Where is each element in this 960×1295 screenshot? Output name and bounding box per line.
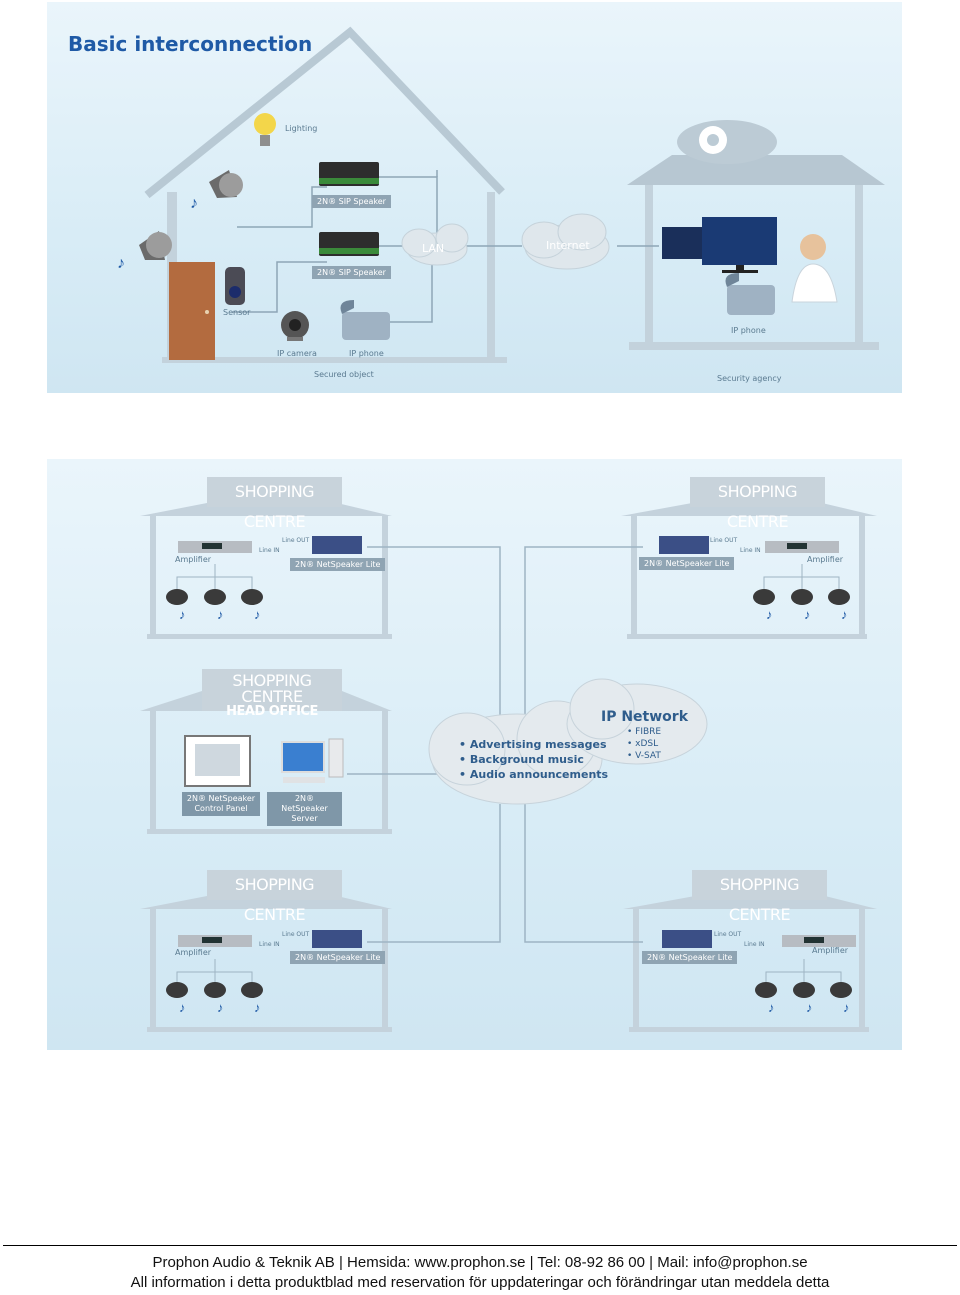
svg-text:♪: ♪ <box>254 607 261 622</box>
cloud-services-list: • Advertising messages • Background musi… <box>459 737 608 782</box>
head-office-banner: SHOPPING CENTRE HEAD OFFICE <box>202 669 342 719</box>
footer-contact: Prophon Audio & Teknik AB | Hemsida: www… <box>152 1254 808 1271</box>
line-out-label-4: Line OUT <box>714 931 742 938</box>
secured-object-label: Secured object <box>314 370 374 379</box>
svg-text:♪: ♪ <box>179 1000 186 1015</box>
sip-speaker-1-label: 2N® SIP Speaker <box>312 195 391 208</box>
netspeaker-lite-label-1: 2N® NetSpeaker Lite <box>290 558 386 571</box>
shopping-centre-banner-2: SHOPPING CENTRE <box>690 477 825 531</box>
ip-network-title: IP Network <box>601 709 689 725</box>
cloud-item-announcements: • Audio announcements <box>459 768 609 781</box>
ip-item-vsat: • V-SAT <box>627 751 661 761</box>
svg-text:♪: ♪ <box>117 255 125 272</box>
svg-text:♪: ♪ <box>179 607 186 622</box>
shopping-centre-banner-1: SHOPPING CENTRE <box>207 477 342 531</box>
svg-text:♪: ♪ <box>217 607 224 622</box>
ip-phone-left-label: IP phone <box>349 349 384 358</box>
control-panel-label-line1: 2N® NetSpeaker <box>186 794 256 803</box>
svg-text:♪: ♪ <box>217 1000 224 1015</box>
cloud-item-music: • Background music <box>459 753 584 766</box>
control-panel-label: 2N® NetSpeaker Control Panel <box>182 792 260 816</box>
svg-text:♪: ♪ <box>254 1000 261 1015</box>
svg-text:♪: ♪ <box>190 195 198 212</box>
shopping-centre-banner-4: SHOPPING CENTRE <box>692 870 827 924</box>
head-office-title: SHOPPING CENTRE <box>232 671 312 706</box>
cloud-item-advertising: • Advertising messages <box>459 738 607 751</box>
svg-text:♪: ♪ <box>804 607 811 622</box>
netspeaker-lite-label-2: 2N® NetSpeaker Lite <box>639 557 735 570</box>
interconnection-diagram: ♪ ♪ <box>117 26 885 363</box>
security-agency-label: Security agency <box>717 374 782 383</box>
svg-text:♪: ♪ <box>806 1000 813 1015</box>
lighting-label: Lighting <box>285 124 318 133</box>
footer-divider <box>3 1245 957 1246</box>
svg-text:♪: ♪ <box>766 607 773 622</box>
server-label-line2: Server <box>291 814 318 823</box>
shopping-centre-banner-3: SHOPPING CENTRE <box>207 870 342 924</box>
line-out-label-1: Line OUT <box>282 537 310 544</box>
amplifier-label-4: Amplifier <box>812 946 849 955</box>
svg-text:♪: ♪ <box>841 607 848 622</box>
line-in-label-4: Line IN <box>744 941 765 948</box>
ip-phone-right-label: IP phone <box>731 326 766 335</box>
amplifier-label-3: Amplifier <box>175 948 212 957</box>
server-label: 2N® NetSpeaker Server <box>267 792 342 826</box>
head-office-subtitle: HEAD OFFICE <box>226 704 318 719</box>
ip-item-xdsl: • xDSL <box>627 739 659 749</box>
line-out-label-2: Line OUT <box>710 537 738 544</box>
panel-title: Basic interconnection <box>68 32 313 56</box>
netspeaker-lite-label-4: 2N® NetSpeaker Lite <box>642 951 738 964</box>
internet-cloud-label: Internet <box>546 239 590 252</box>
line-in-label-2: Line IN <box>740 547 761 554</box>
control-panel-label-line2: Control Panel <box>194 804 248 813</box>
line-out-label-3: Line OUT <box>282 931 310 938</box>
netspeaker-lite-label-3: 2N® NetSpeaker Lite <box>290 951 386 964</box>
shopping-centre-panel: ♪ ♪ ♪ ♪ ♪ ♪ ♪ ♪ ♪ ♪ ♪ ♪ SHOPPING CENTRE SHOPPING… <box>47 459 902 1050</box>
amplifier-label-2: Amplifier <box>807 555 844 564</box>
line-in-label-3: Line IN <box>259 941 280 948</box>
sip-speaker-2-label: 2N® SIP Speaker <box>312 266 391 279</box>
amplifier-label-1: Amplifier <box>175 555 212 564</box>
lan-cloud-label: LAN <box>422 242 445 255</box>
ip-item-fibre: • FIBRE <box>627 727 662 737</box>
line-in-label-1: Line IN <box>259 547 280 554</box>
footer-disclaimer: All information i detta produktblad med … <box>130 1274 830 1291</box>
ip-camera-label: IP camera <box>277 349 317 358</box>
sensor-label: Sensor <box>223 308 251 317</box>
ip-network-list: • FIBRE • xDSL • V-SAT <box>627 726 661 762</box>
svg-text:♪: ♪ <box>768 1000 775 1015</box>
server-label-line1: 2N® NetSpeaker <box>281 794 328 813</box>
basic-interconnection-panel: Basic interconnection <box>47 2 902 393</box>
svg-text:♪: ♪ <box>843 1000 850 1015</box>
